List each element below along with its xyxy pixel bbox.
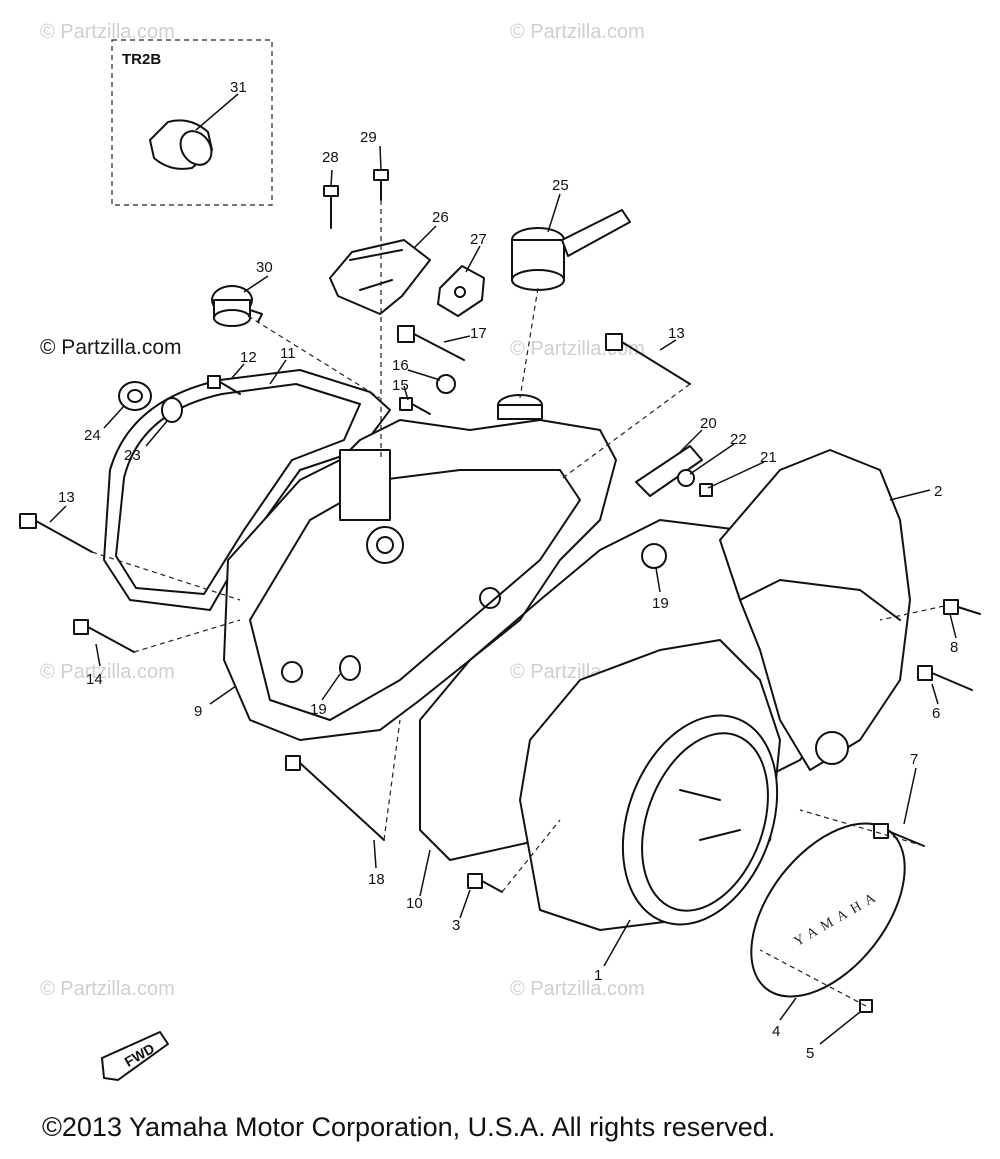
part-14-bolt: [73, 619, 135, 653]
callout-12: 12: [240, 349, 257, 366]
part-2-cover: [719, 449, 911, 771]
callout-24: 24: [84, 427, 101, 444]
callout-3: 3: [452, 917, 460, 934]
callout-8: 8: [950, 639, 958, 656]
callout-17: 17: [470, 325, 487, 342]
part-6-screw: [917, 665, 973, 691]
part-29-screw: [373, 169, 389, 201]
part-30-plug: [211, 285, 263, 327]
part-24-nut: [118, 381, 152, 411]
watermark: © Partzilla.com: [510, 21, 645, 43]
part-20-bracket: [635, 445, 703, 497]
part-28-screw: [323, 185, 339, 229]
callout-22: 22: [730, 431, 747, 448]
watermark-prominent: © Partzilla.com: [40, 336, 182, 359]
part-7-screw: [873, 823, 925, 847]
leader-lines: [49, 93, 957, 1045]
callout-5: 5: [806, 1045, 814, 1062]
callout-15: 15: [392, 377, 409, 394]
watermark: © Partzilla.com: [40, 978, 175, 1000]
part-23-washer: [161, 397, 183, 423]
callout-19-right: 19: [652, 595, 669, 612]
bolts: [19, 325, 981, 1013]
fwd-arrow-icon: [101, 1031, 169, 1081]
part-25-drive: [511, 209, 631, 291]
part-8-screw: [943, 599, 981, 615]
part-21-screw: [699, 483, 713, 497]
callout-7: 7: [910, 751, 918, 768]
callout-20: 20: [700, 415, 717, 432]
part-19-dowel-left: [339, 655, 361, 681]
watermark: © Partzilla.com: [40, 21, 175, 43]
copyright-notice: ©2013 Yamaha Motor Corporation, U.S.A. A…: [42, 1112, 775, 1142]
part-12-screw: [207, 375, 241, 395]
callout-27: 27: [470, 231, 487, 248]
part-4-emblem-cover: YAMAHA: [750, 822, 906, 998]
part-19-dowel-right: [641, 543, 667, 569]
alignment-lines: [91, 200, 945, 1007]
callout-11: 11: [280, 345, 296, 362]
callout-21: 21: [760, 449, 777, 466]
part-3-screw: [467, 873, 503, 893]
callout-13-right: 13: [668, 325, 685, 342]
callout-28: 28: [322, 149, 339, 166]
callout-29: 29: [360, 129, 377, 146]
callout-19-left: 19: [310, 701, 327, 718]
watermarks: © Partzilla.com © Partzilla.com © Partzi…: [40, 21, 645, 1000]
part-16-washer: [436, 374, 456, 394]
callout-25: 25: [552, 177, 569, 194]
part-31-spacer: [149, 119, 213, 170]
callout-13-left: 13: [58, 489, 75, 506]
callout-18: 18: [368, 871, 385, 888]
part-9-crankcase-cover: [223, 394, 617, 741]
callout-10: 10: [406, 895, 423, 912]
callout-14: 14: [86, 671, 103, 688]
callout-26: 26: [432, 209, 449, 226]
part-15-screw: [399, 397, 431, 415]
fwd-arrow: FWD: [101, 1031, 169, 1081]
inset-dashed-box: [111, 39, 273, 206]
callout-30: 30: [256, 259, 273, 276]
callout-2: 2: [934, 483, 942, 500]
callout-1: 1: [594, 967, 602, 984]
part-1-magneto-cover: [519, 639, 781, 931]
watermark: © Partzilla.com: [510, 978, 645, 1000]
watermark: © Partzilla.com: [40, 661, 175, 683]
callout-23: 23: [124, 447, 141, 464]
part-27-clip: [437, 265, 485, 317]
callout-16: 16: [392, 357, 409, 374]
part-13-bolt-right: [605, 333, 691, 385]
callout-6: 6: [932, 705, 940, 722]
callout-9: 9: [194, 703, 202, 720]
callout-4: 4: [772, 1023, 780, 1040]
tr2b-inset: TR2B: [111, 39, 273, 206]
part-18-bolt: [285, 755, 385, 841]
part-26-cap: [329, 239, 431, 315]
callout-31: 31: [230, 79, 247, 96]
inset-label: TR2B: [122, 51, 161, 68]
callouts: 31 30 28 29 26 27 25 11 12 24 23 13 14 9…: [58, 79, 958, 1062]
part-13-bolt-left: [19, 513, 93, 553]
part-17-bolt: [397, 325, 465, 361]
watermark: © Partzilla.com: [510, 338, 645, 360]
